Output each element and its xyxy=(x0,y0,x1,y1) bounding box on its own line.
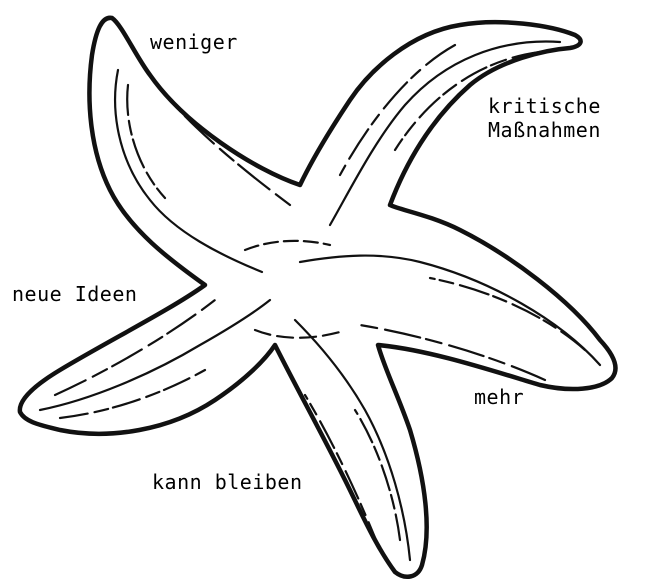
label-kann-bleiben-text: kann bleiben xyxy=(152,470,303,494)
label-kann-bleiben: kann bleiben xyxy=(152,470,303,494)
label-neue-ideen-text: neue Ideen xyxy=(12,282,137,306)
label-mehr: mehr xyxy=(474,385,524,409)
label-mehr-text: mehr xyxy=(474,385,524,409)
label-weniger-text: weniger xyxy=(150,30,238,54)
label-kritische-line1: kritische xyxy=(488,94,601,118)
label-neue-ideen: neue Ideen xyxy=(12,282,137,306)
label-weniger: weniger xyxy=(150,30,238,54)
label-kritische-line2: Maßnahmen xyxy=(488,118,601,142)
label-kritische-massnahmen: kritische Maßnahmen xyxy=(488,94,601,142)
